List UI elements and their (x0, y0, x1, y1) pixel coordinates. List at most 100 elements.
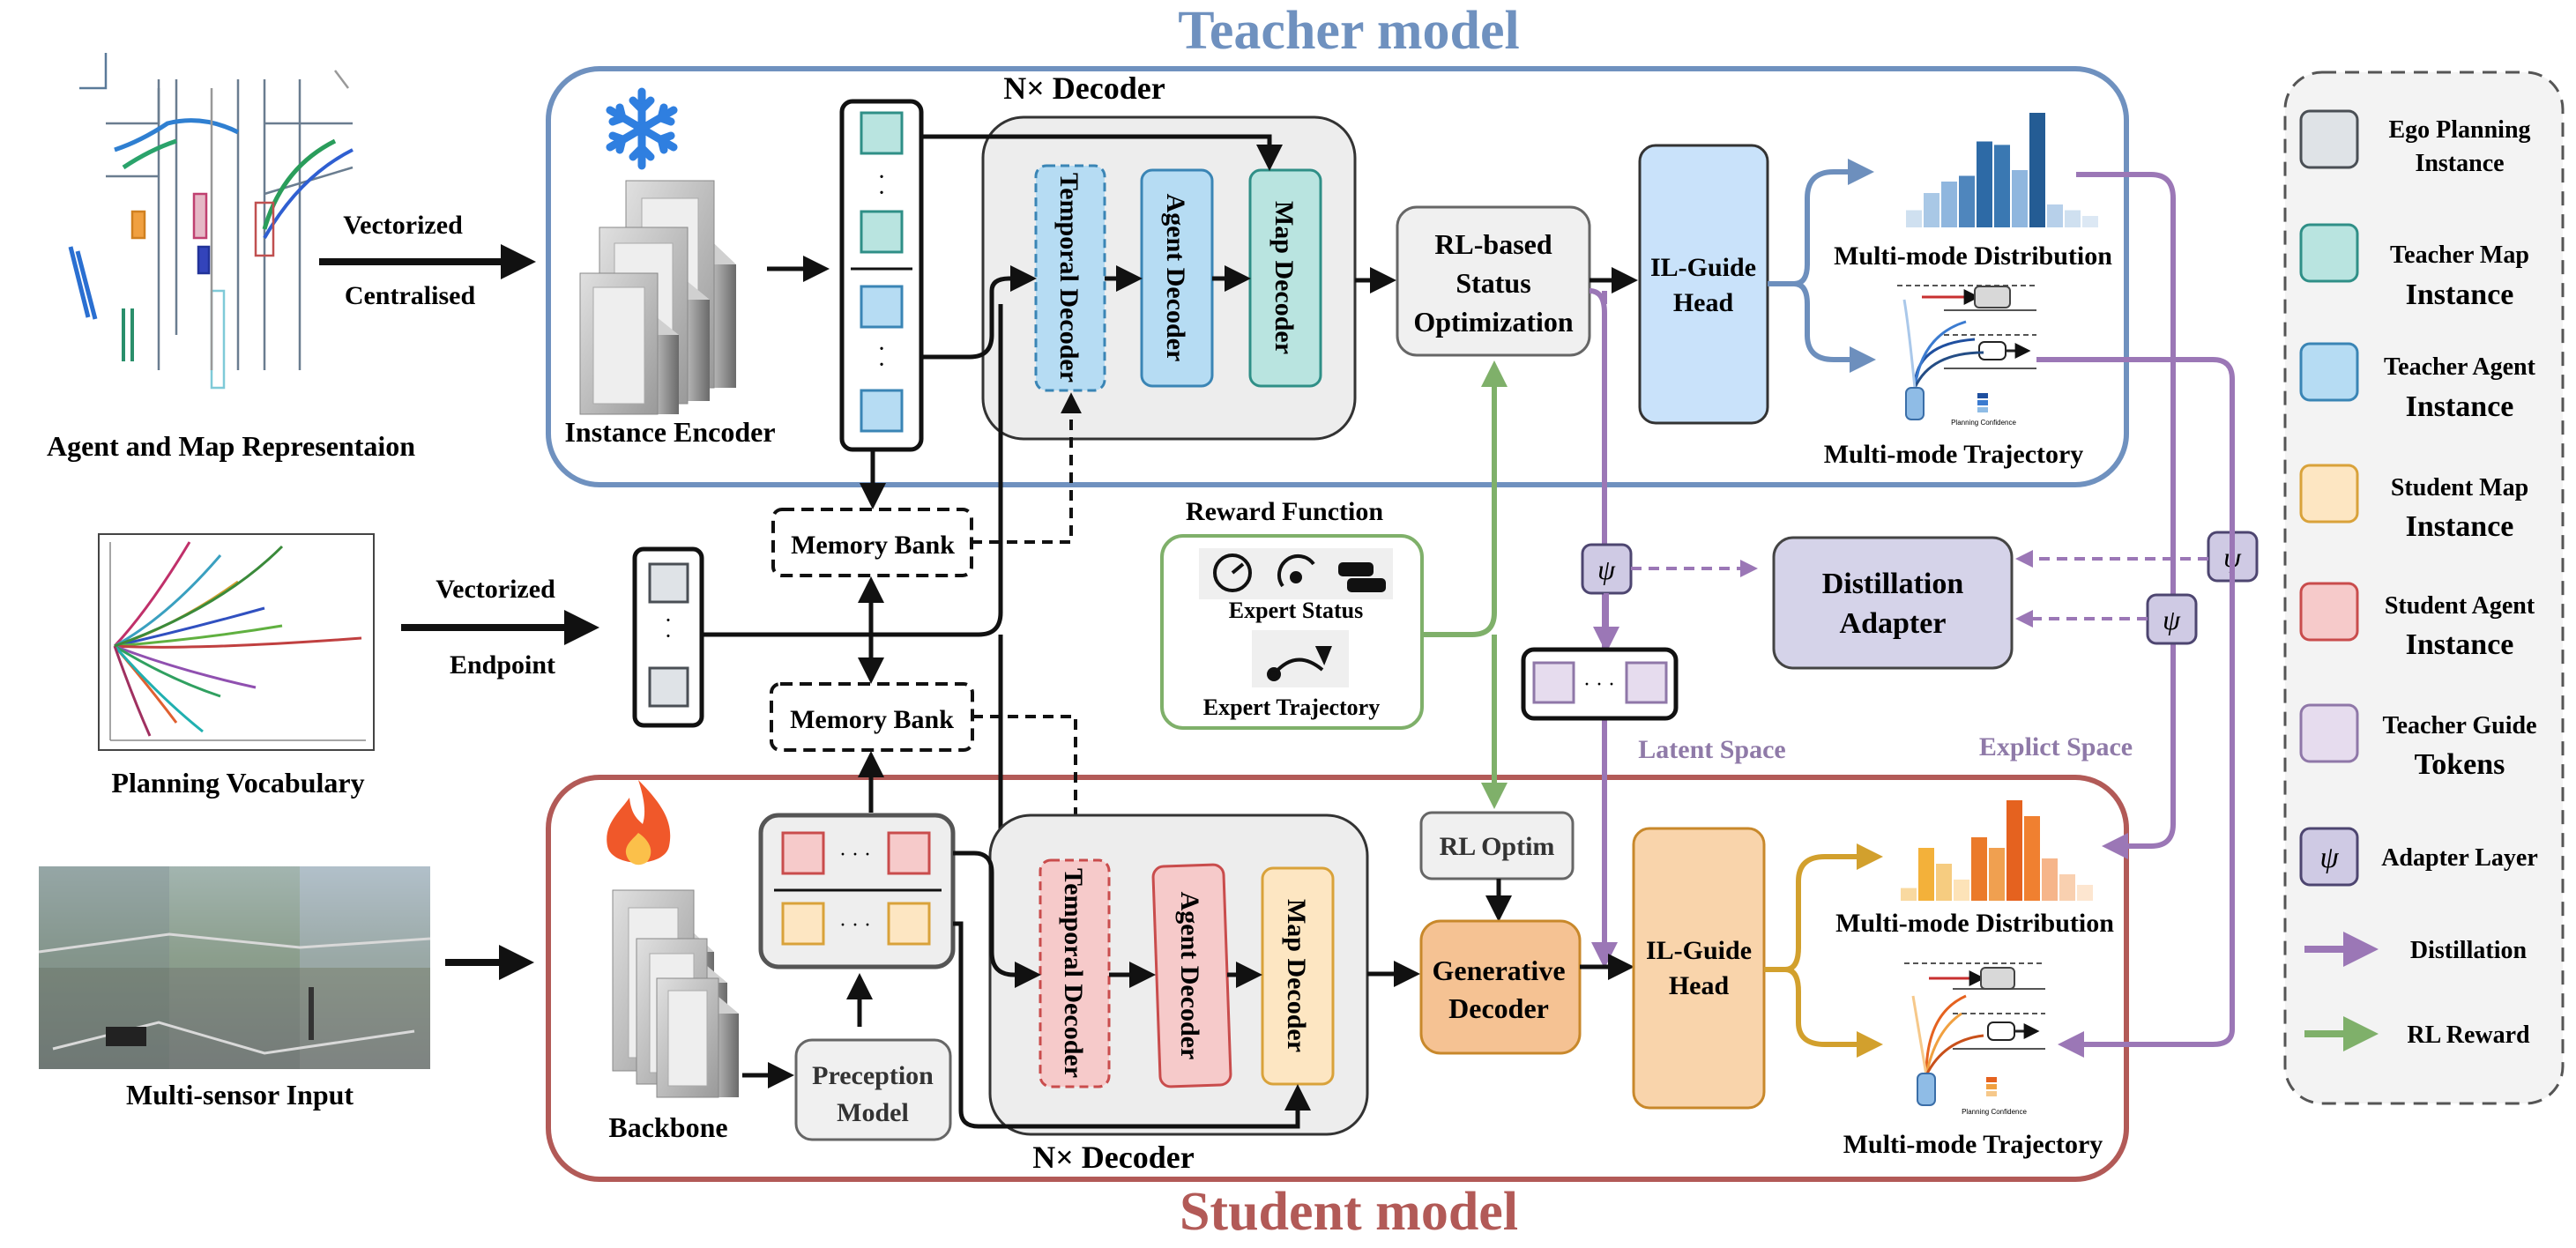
vertical-dots: · (877, 164, 885, 191)
distillation-adapter-label: Adapter (1840, 607, 1947, 640)
distribution-bar (2077, 885, 2093, 901)
teacher-decoder-count: N× Decoder (1003, 71, 1165, 106)
teacher-guide-token (1532, 661, 1575, 704)
teacher-il-head-label: IL-Guide (1650, 253, 1756, 282)
ego-to-teacher-decoder (978, 304, 1003, 637)
student-distribution-chart (1901, 800, 2093, 901)
arrow-agent-queries-to-temporal (921, 265, 1037, 360)
expert-trajectory-label: Expert Trajectory (1203, 695, 1380, 720)
student-map-instance (887, 902, 931, 946)
legend-swatch-teacher-agent (2299, 342, 2359, 402)
teacher-il-guide-head (1638, 144, 1769, 425)
legend-label: RL Reward (2407, 1021, 2530, 1049)
student-title: Student model (1180, 1182, 1518, 1242)
reward-function-title: Reward Function (1186, 497, 1383, 526)
planning-confidence-label: Planning Confidence (1962, 1108, 2027, 1116)
arrow-student-to-trajectory (1764, 967, 1883, 1058)
ego-planning-instance (648, 562, 689, 604)
teacher-agent-instance (860, 389, 904, 433)
legend-label: Instance (2406, 628, 2514, 661)
legend-label: Student Map (2391, 474, 2528, 501)
student-il-guide-head (1632, 827, 1766, 1110)
student-agent-decoder-label: Agent Decoder (1175, 892, 1204, 1060)
distribution-bar (1959, 175, 1975, 227)
student-trajectory-illustration: Planning Confidence (1904, 962, 2045, 1116)
student-temporal-decoder-label: Temporal Decoder (1059, 868, 1088, 1078)
distillation-adapter (1772, 536, 2014, 670)
rl-status-label: Status (1456, 267, 1530, 299)
teacher-temporal-decoder (1034, 164, 1106, 392)
distribution-bar (2059, 874, 2075, 901)
distribution-bar (2082, 216, 2098, 227)
distribution-bar (1936, 864, 1952, 901)
student-trajectory-label: Multi-mode Trajectory (1843, 1130, 2103, 1159)
agent-map-label: Agent and Map Representaion (47, 430, 415, 462)
teacher-trajectory-label: Multi-mode Trajectory (1824, 440, 2084, 469)
vertical-dots: · (665, 607, 673, 633)
perception-model (794, 1038, 952, 1141)
legend-swatch-adapter (2299, 827, 2359, 887)
teacher-guide-token (1625, 661, 1668, 704)
student-agent-instance (887, 831, 931, 875)
distribution-bar (2029, 113, 2045, 227)
horizontal-dots: · · · (839, 914, 871, 937)
distribution-bar (1924, 193, 1939, 227)
teacher-query-column (839, 99, 924, 452)
speedometer-icon (1213, 553, 1252, 592)
arrow-map-queries-to-map-decoder (921, 134, 1283, 171)
traffic-cars-icon (1338, 562, 1386, 592)
legend-swatch-student-agent (2299, 582, 2359, 642)
vertical-dots: · (877, 352, 885, 379)
horizontal-dots: · · · (839, 843, 871, 866)
legend-label: Teacher Map (2390, 241, 2529, 269)
distribution-bar (1918, 848, 1934, 901)
student-map-decoder-label: Map Decoder (1282, 899, 1311, 1052)
car-icon (1978, 341, 2006, 360)
agent-map-illustration (68, 53, 354, 390)
distribution-bar (1906, 210, 1922, 227)
expert-status-label: Expert Status (1229, 598, 1363, 623)
legend-label: Instance (2406, 390, 2514, 423)
distribution-bar (2047, 204, 2063, 227)
centralised-label: Centralised (345, 281, 476, 310)
legend-label: Teacher Agent (2384, 353, 2536, 381)
legend-label: Adapter Layer (2381, 844, 2538, 872)
memory-top-to-teacher-temporal (972, 392, 1082, 544)
ego-car-icon (1917, 1073, 1936, 1106)
horizontal-dots: · · · (1583, 673, 1615, 696)
vectorized-label-2: Vectorized (436, 575, 555, 604)
student-il-head-label: Head (1669, 971, 1730, 1000)
student-map-instance (781, 902, 825, 946)
distill-trajectory-path (2036, 357, 2235, 1058)
rl-reward-to-teacher (1422, 360, 1508, 637)
distill-distribution-path (2076, 172, 2176, 859)
legend-label: Ego Planning (2388, 116, 2530, 144)
psi-icon: ψ (2163, 604, 2181, 635)
arrow-teacher-to-trajectory (1768, 281, 1876, 373)
distribution-bar (2042, 858, 2058, 901)
teacher-title: Teacher model (1178, 1, 1519, 61)
distillation-adapter-label: Distillation (1822, 568, 1964, 600)
legend-label: Instance (2406, 279, 2514, 311)
teacher-temporal-decoder-label: Temporal Decoder (1054, 173, 1083, 383)
distribution-bar (1971, 837, 1987, 901)
distribution-bar (1954, 880, 1969, 901)
student-frame (546, 775, 2129, 1182)
legend-swatch-guide-tokens (2299, 703, 2359, 763)
car-icon (1987, 1021, 2015, 1041)
perception-label: Model (837, 1098, 909, 1127)
student-distribution-label: Multi-mode Distribution (1835, 909, 2114, 938)
arrow-s-agent-queries-to-temporal (953, 851, 1041, 988)
teacher-map-decoder-label: Map Decoder (1269, 201, 1299, 354)
legend-label: Student Agent (2385, 592, 2535, 620)
vertical-dots: · (665, 623, 673, 649)
instance-encoder-label: Instance Encoder (564, 416, 775, 448)
teacher-frame (546, 66, 2129, 487)
teacher-map-instance (860, 111, 904, 155)
legend-label: Instance (2406, 510, 2514, 543)
instance-encoder-block (579, 180, 736, 415)
multi-sensor-images (38, 866, 431, 1069)
endpoint-label: Endpoint (450, 650, 555, 680)
legend-label: Distillation (2410, 937, 2528, 964)
